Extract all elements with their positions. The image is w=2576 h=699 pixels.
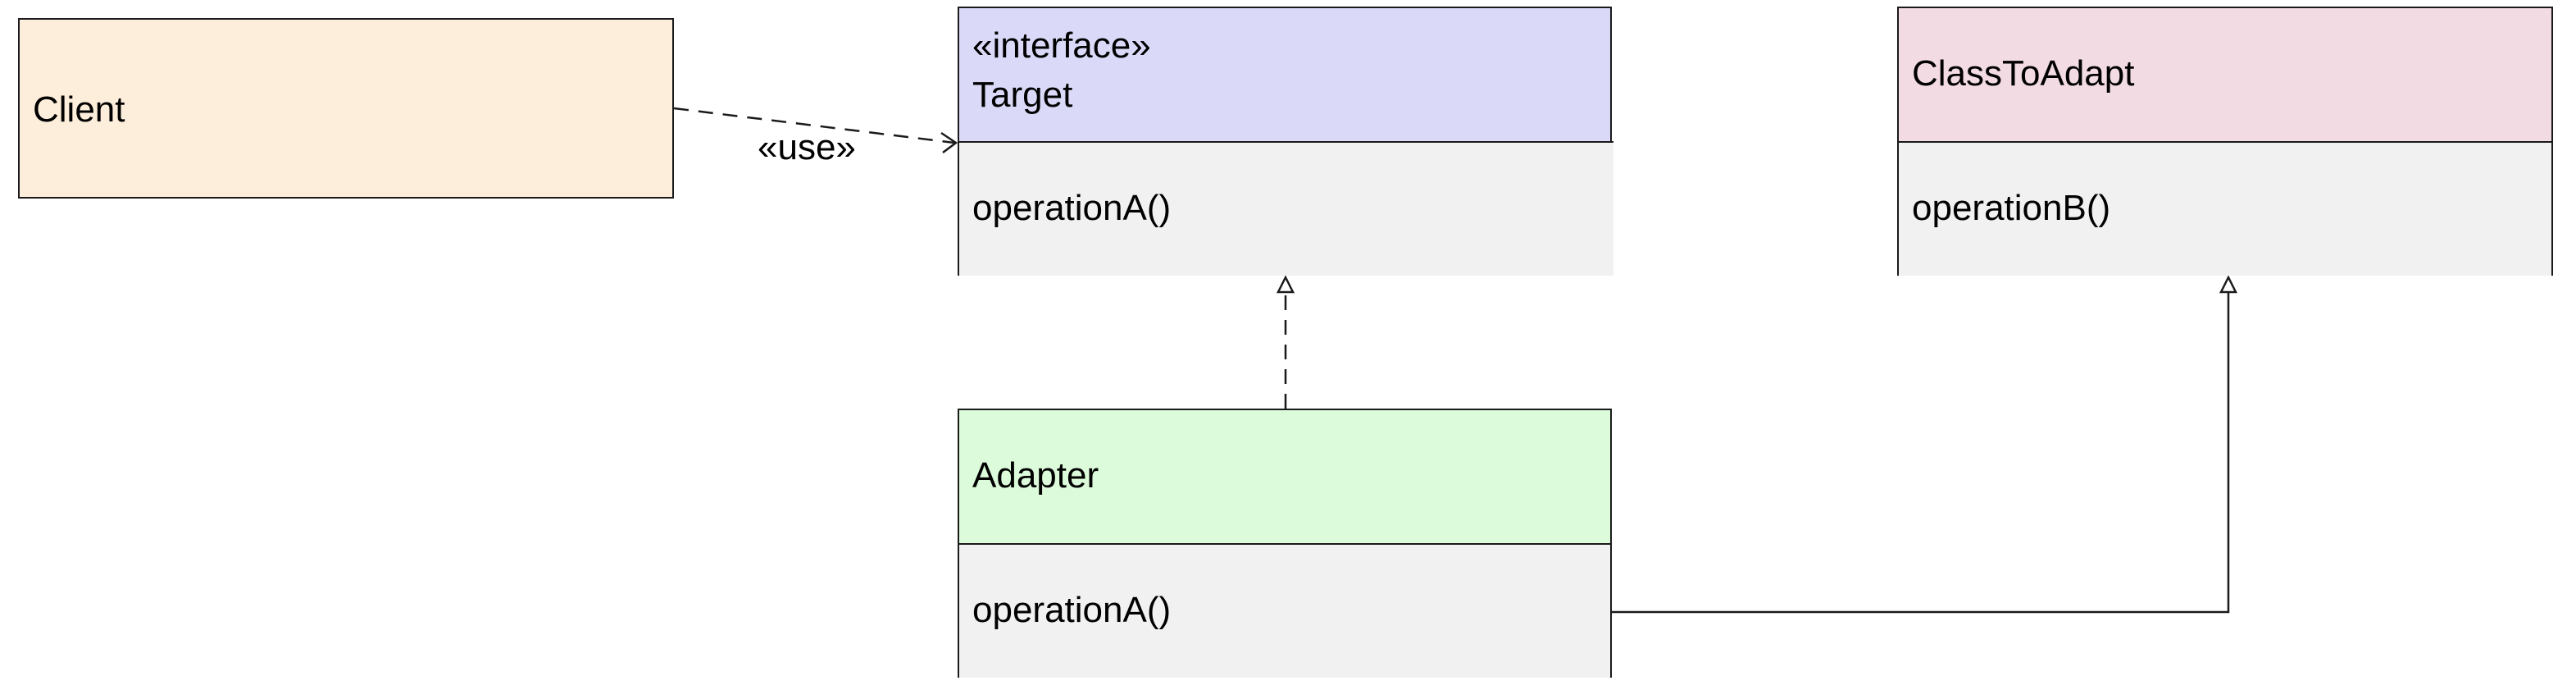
- client-class-box[interactable]: Client: [18, 18, 674, 199]
- adapter-class-name: Adapter: [972, 455, 1099, 496]
- target-stereotype: «interface»: [972, 25, 1151, 66]
- adapter-operations: operationA(): [959, 543, 1610, 678]
- target-class-name: Target: [972, 75, 1073, 115]
- use-dependency-arrowhead: [940, 131, 958, 153]
- target-header: «interface» Target: [959, 8, 1610, 141]
- client-fill: [20, 20, 672, 197]
- adapter-class-box[interactable]: Adapter operationA(): [958, 409, 1612, 678]
- class-to-adapt-box[interactable]: ClassToAdapt operationB(): [1897, 7, 2553, 276]
- class-to-adapt-operation-b: operationB(): [1912, 188, 2111, 228]
- target-operations: operationA(): [959, 141, 1613, 276]
- use-relation-label: «use»: [758, 127, 856, 167]
- use-dependency-line: [673, 107, 955, 144]
- class-to-adapt-header: ClassToAdapt: [1899, 8, 2551, 141]
- realization-arrowhead: [1276, 275, 1295, 294]
- generalization-line: [1612, 292, 2230, 614]
- target-operation-a: operationA(): [972, 188, 1172, 228]
- target-class-box[interactable]: «interface» Target operationA(): [958, 7, 1613, 276]
- class-to-adapt-name: ClassToAdapt: [1912, 53, 2135, 94]
- adapter-header: Adapter: [959, 410, 1610, 543]
- generalization-arrowhead: [2219, 275, 2238, 294]
- adapter-operation-a: operationA(): [972, 590, 1172, 630]
- client-class-name: Client: [33, 89, 125, 130]
- class-to-adapt-operations: operationB(): [1899, 141, 2551, 276]
